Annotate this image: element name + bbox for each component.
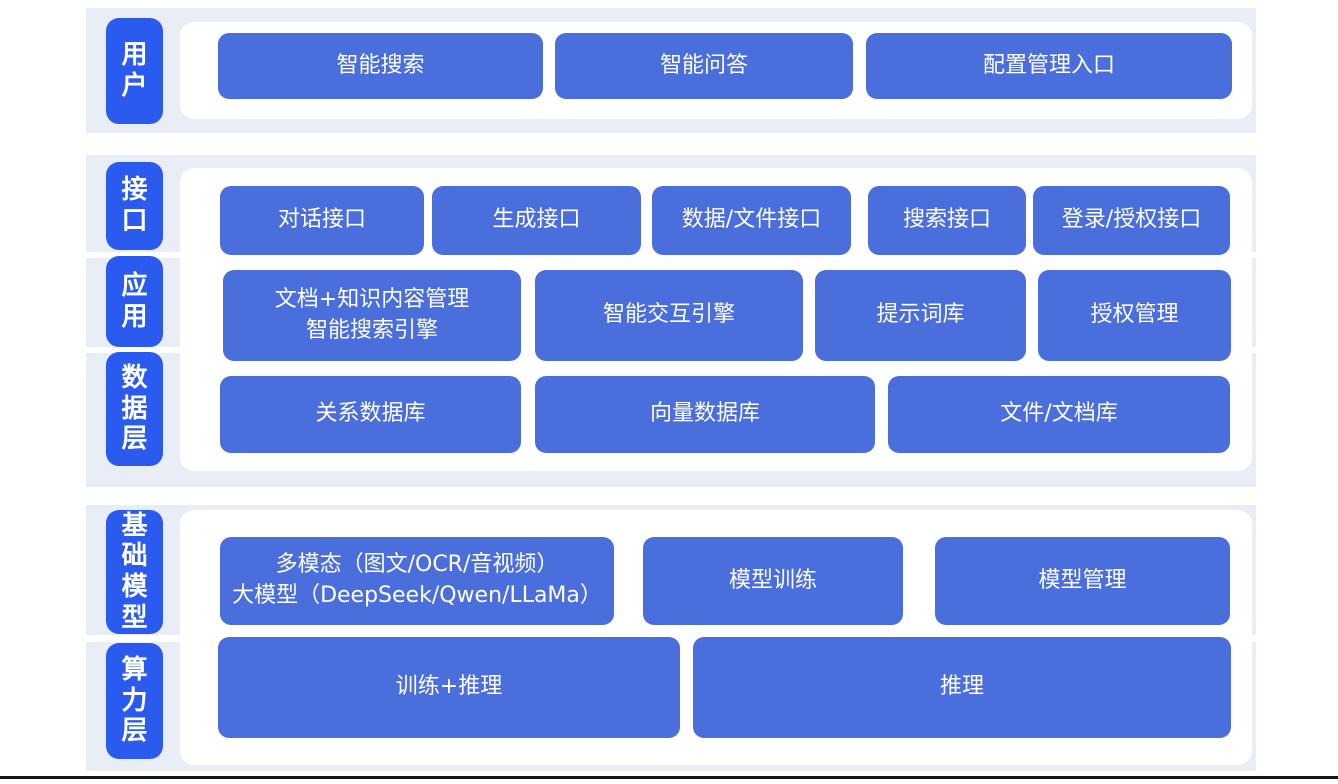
box-label: 对话接口 <box>277 207 366 233</box>
box-model-training: 模型训练 <box>643 537 903 625</box>
box-label: 推理 <box>939 674 984 700</box>
box-prompt-library: 提示词库 <box>815 270 1026 361</box>
box-doc-knowledge-search-engine: 文档+知识内容管理 智能搜索引擎 <box>223 270 521 361</box>
box-label: 数据/文件接口 <box>681 207 822 233</box>
box-label: 向量数据库 <box>649 401 760 427</box>
box-label: 文件/文档库 <box>1000 401 1118 427</box>
data-layer-label: 数据层 <box>106 352 163 466</box>
user-layer-label: 用户 <box>106 18 163 124</box>
box-label: 登录/授权接口 <box>1061 207 1202 233</box>
box-label-line1: 文档+知识内容管理 <box>274 286 470 312</box>
box-label-line2: 智能搜索引擎 <box>305 317 438 343</box>
box-label: 训练+推理 <box>395 674 503 700</box>
box-relational-db: 关系数据库 <box>220 376 521 453</box>
box-file-doc-db: 文件/文档库 <box>888 376 1230 453</box>
box-generation-api: 生成接口 <box>432 186 641 255</box>
application-layer-label: 应用 <box>106 256 163 347</box>
box-label: 智能交互引擎 <box>602 302 735 328</box>
layer-label-text: 数据层 <box>121 362 148 455</box>
box-label: 关系数据库 <box>315 401 426 427</box>
box-label: 模型训练 <box>728 567 817 593</box>
layer-label-text: 算力层 <box>121 654 148 747</box>
box-label: 生成接口 <box>492 207 581 233</box>
box-vector-db: 向量数据库 <box>535 376 875 453</box>
box-label-line1: 多模态（图文/OCR/音视频） <box>275 552 559 578</box>
box-label: 配置管理入口 <box>982 52 1115 78</box>
box-login-auth-api: 登录/授权接口 <box>1033 186 1230 255</box>
box-label: 模型管理 <box>1038 567 1127 593</box>
compute-layer-label: 算力层 <box>106 643 163 759</box>
box-multimodal-llm: 多模态（图文/OCR/音视频） 大模型（DeepSeek/Qwen/LLaMa） <box>220 537 614 625</box>
box-auth-management: 授权管理 <box>1038 270 1231 361</box>
box-model-management: 模型管理 <box>935 537 1230 625</box>
box-interaction-engine: 智能交互引擎 <box>535 270 803 361</box>
box-label: 智能搜索 <box>336 52 425 78</box>
box-smart-qa: 智能问答 <box>555 33 853 99</box>
box-label: 智能问答 <box>659 52 748 78</box>
foundation-model-layer-label: 基础模型 <box>106 510 163 634</box>
box-smart-search: 智能搜索 <box>218 33 543 99</box>
box-search-api: 搜索接口 <box>868 186 1026 255</box>
layer-label-text: 接口 <box>121 175 148 236</box>
layer-label-text: 基础模型 <box>121 510 148 633</box>
box-label: 搜索接口 <box>902 207 991 233</box>
box-dialog-api: 对话接口 <box>220 186 424 255</box>
box-label: 提示词库 <box>876 302 965 328</box>
box-inference: 推理 <box>693 637 1231 738</box>
interface-layer-label: 接口 <box>106 162 163 250</box>
box-training-plus-inference: 训练+推理 <box>218 637 680 738</box>
bottom-border-line <box>0 776 1338 779</box>
box-config-management-entry: 配置管理入口 <box>866 33 1232 99</box>
box-label: 授权管理 <box>1090 302 1179 328</box>
layer-label-text: 用户 <box>121 40 148 101</box>
box-label-line2: 大模型（DeepSeek/Qwen/LLaMa） <box>232 583 602 608</box>
layer-label-text: 应用 <box>121 270 148 332</box>
box-data-file-api: 数据/文件接口 <box>652 186 851 255</box>
